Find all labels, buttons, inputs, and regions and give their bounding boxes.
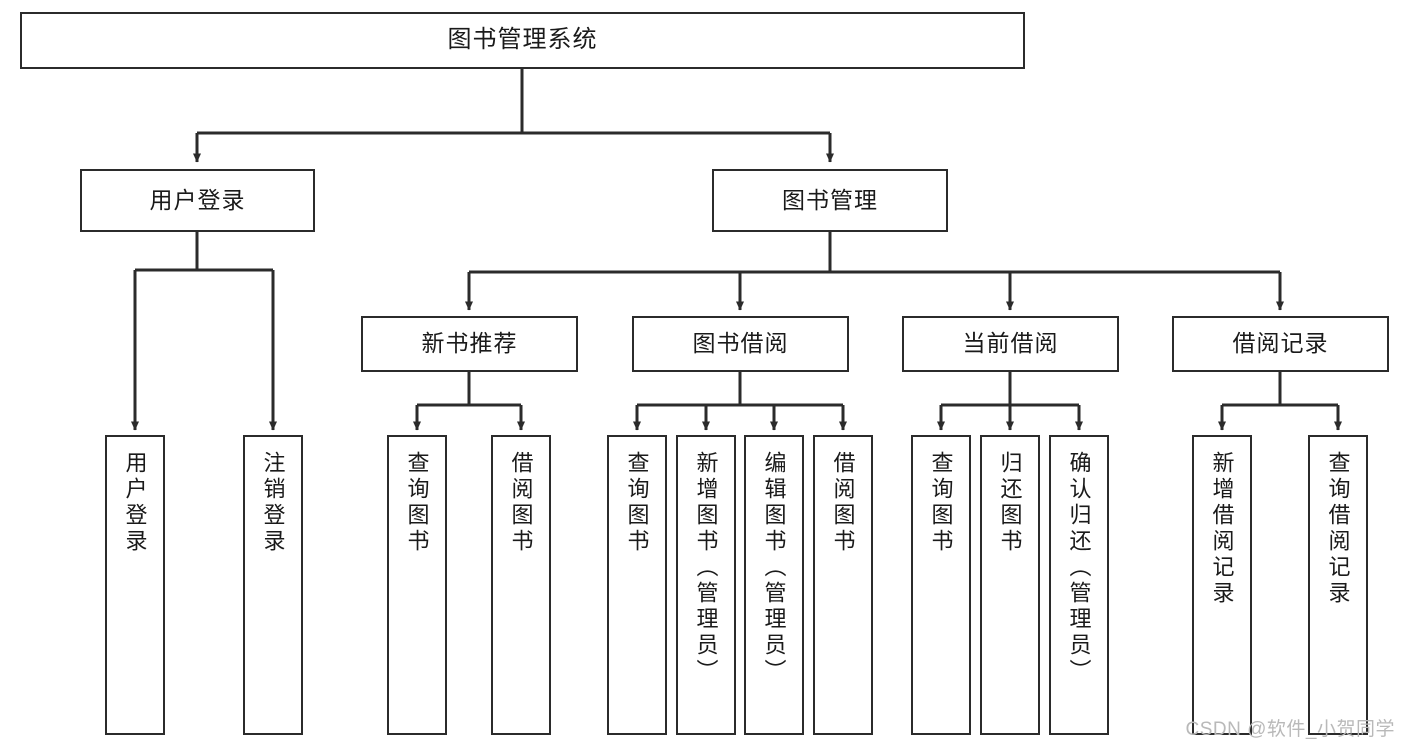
node-leaf-edit-book-label: 编辑图书（管理员）: [761, 451, 787, 685]
node-leaf-query-book-2-label: 查询图书: [624, 451, 650, 555]
node-leaf-add-book[interactable]: 新增图书（管理员）: [676, 435, 736, 735]
node-leaf-add-record[interactable]: 新增借阅记录: [1192, 435, 1252, 735]
node-leaf-add-book-label: 新增图书（管理员）: [693, 451, 719, 685]
node-leaf-user-login-label: 用户登录: [122, 451, 148, 555]
node-user-login-label: 用户登录: [149, 186, 246, 213]
node-leaf-confirm-return[interactable]: 确认归还（管理员）: [1049, 435, 1109, 735]
node-current-borrow-label: 当前借阅: [962, 330, 1059, 357]
node-leaf-query-record[interactable]: 查询借阅记录: [1308, 435, 1368, 735]
node-leaf-user-logout[interactable]: 注销登录: [243, 435, 303, 735]
node-leaf-borrow-book-2[interactable]: 借阅图书: [813, 435, 873, 735]
node-leaf-query-book-2[interactable]: 查询图书: [607, 435, 667, 735]
node-leaf-borrow-book-2-label: 借阅图书: [830, 451, 856, 555]
node-leaf-user-login[interactable]: 用户登录: [105, 435, 165, 735]
node-leaf-borrow-book-1-label: 借阅图书: [508, 451, 534, 555]
node-leaf-return-book[interactable]: 归还图书: [980, 435, 1040, 735]
node-book-borrow-label: 图书借阅: [692, 330, 789, 357]
node-leaf-query-book-1-label: 查询图书: [404, 451, 430, 555]
node-current-borrow[interactable]: 当前借阅: [902, 316, 1119, 372]
node-leaf-return-book-label: 归还图书: [997, 451, 1023, 555]
node-leaf-user-logout-label: 注销登录: [260, 451, 286, 555]
node-leaf-query-book-3[interactable]: 查询图书: [911, 435, 971, 735]
watermark-text: CSDN @软件_小贺同学: [1185, 719, 1395, 740]
node-root[interactable]: 图书管理系统: [20, 12, 1025, 69]
node-borrow-record-label: 借阅记录: [1232, 330, 1329, 357]
node-leaf-confirm-return-label: 确认归还（管理员）: [1066, 451, 1092, 685]
node-leaf-query-record-label: 查询借阅记录: [1325, 451, 1351, 607]
node-leaf-query-book-3-label: 查询图书: [928, 451, 954, 555]
node-root-label: 图书管理系统: [447, 26, 598, 54]
node-book-manage[interactable]: 图书管理: [712, 169, 948, 232]
node-leaf-edit-book[interactable]: 编辑图书（管理员）: [744, 435, 804, 735]
node-leaf-borrow-book-1[interactable]: 借阅图书: [491, 435, 551, 735]
node-borrow-record[interactable]: 借阅记录: [1172, 316, 1389, 372]
node-book-manage-label: 图书管理: [782, 186, 878, 213]
node-leaf-add-record-label: 新增借阅记录: [1209, 451, 1235, 607]
node-book-borrow[interactable]: 图书借阅: [632, 316, 849, 372]
node-leaf-query-book-1[interactable]: 查询图书: [387, 435, 447, 735]
node-new-book-rec[interactable]: 新书推荐: [361, 316, 578, 372]
node-new-book-rec-label: 新书推荐: [421, 330, 518, 357]
node-user-login[interactable]: 用户登录: [80, 169, 315, 232]
